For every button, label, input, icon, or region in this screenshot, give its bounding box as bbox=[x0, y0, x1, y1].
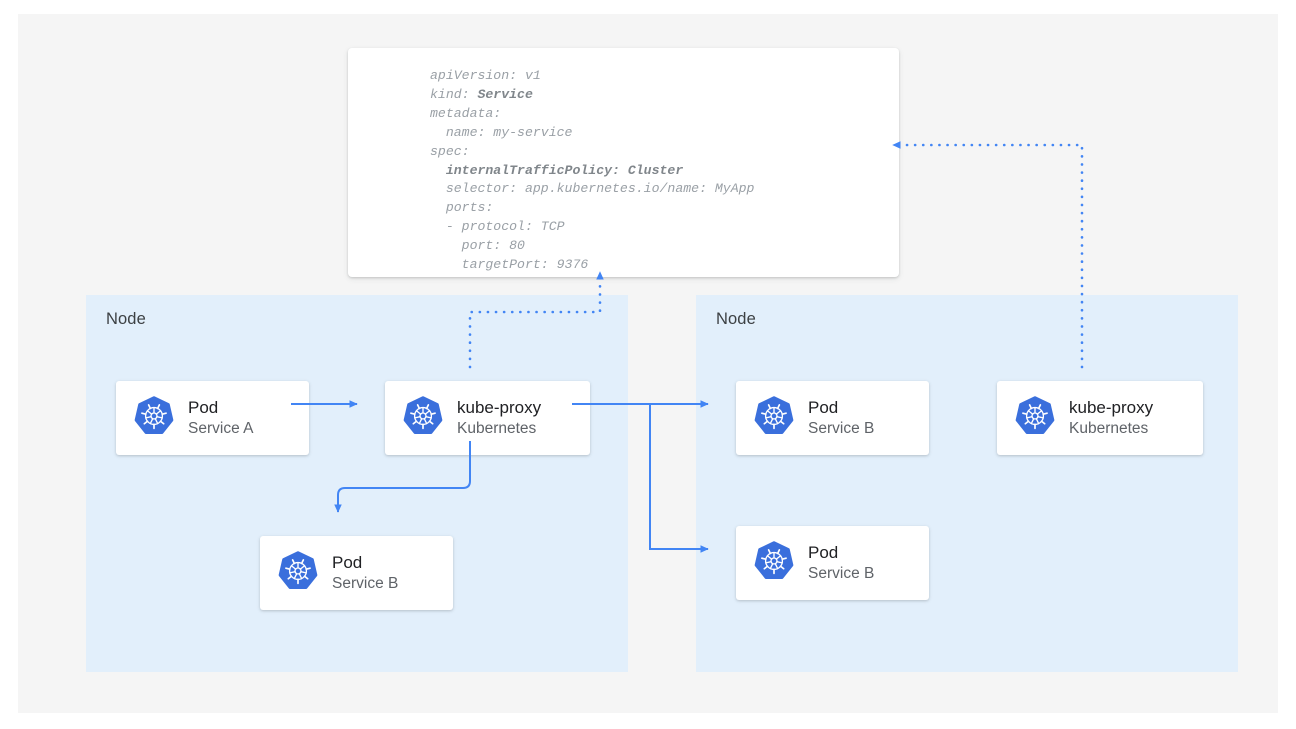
kubernetes-icon bbox=[403, 395, 443, 434]
card-title: kube-proxy bbox=[457, 397, 542, 417]
node-label-left: Node bbox=[106, 310, 146, 328]
yaml-line: ports: bbox=[430, 200, 494, 216]
kubernetes-icon bbox=[754, 395, 794, 434]
card-subtitle: Kubernetes bbox=[457, 419, 537, 437]
card-pod-service-b-right-bottom[interactable]: Pod Service B bbox=[736, 526, 929, 600]
card-subtitle: Service A bbox=[188, 419, 254, 437]
kubernetes-icon bbox=[754, 395, 794, 441]
card-title: Pod bbox=[808, 397, 839, 417]
yaml-line: metadata: bbox=[430, 105, 502, 121]
yaml-line: selector: app.kubernetes.io/name: MyApp bbox=[430, 181, 755, 197]
yaml-line: internalTrafficPolicy: Cluster bbox=[430, 162, 684, 178]
kubernetes-icon bbox=[134, 395, 174, 441]
card-subtitle: Service B bbox=[332, 574, 399, 592]
service-spec-card: apiVersion: v1 kind: Service metadata: nam… bbox=[348, 48, 899, 277]
card-pod-service-b-right-top[interactable]: Pod Service B bbox=[736, 381, 929, 455]
card-pod-service-a[interactable]: Pod Service A bbox=[116, 381, 309, 455]
yaml-line: apiVersion: v1 bbox=[430, 68, 541, 83]
card-subtitle: Kubernetes bbox=[1069, 419, 1149, 437]
card-title: Pod bbox=[808, 542, 839, 562]
yaml-line: spec: bbox=[430, 143, 470, 159]
card-pod-service-b-left[interactable]: Pod Service B bbox=[260, 536, 453, 610]
card-subtitle: Service B bbox=[808, 564, 875, 582]
kubernetes-icon bbox=[278, 550, 318, 589]
card-kube-proxy-left[interactable]: kube-proxy Kubernetes bbox=[385, 381, 590, 455]
card-title: kube-proxy bbox=[1069, 397, 1154, 417]
node-label-right: Node bbox=[716, 310, 756, 328]
card-kube-proxy-right[interactable]: kube-proxy Kubernetes bbox=[997, 381, 1203, 455]
kubernetes-icon bbox=[278, 550, 318, 596]
kubernetes-icon bbox=[1015, 395, 1055, 441]
kubernetes-icon bbox=[754, 540, 794, 579]
kubernetes-icon bbox=[403, 395, 443, 441]
yaml-line: name: my-service bbox=[430, 124, 573, 140]
node-panel-left: Node bbox=[86, 295, 628, 672]
diagram-canvas: Node Node apiVersion: v1 kind: Service met… bbox=[18, 14, 1278, 713]
card-title: Pod bbox=[332, 552, 363, 572]
yaml-line: kind: Service bbox=[430, 86, 533, 102]
yaml-line: targetPort: 9376 bbox=[430, 257, 589, 273]
node-panel-right: Node bbox=[696, 295, 1238, 672]
kubernetes-icon bbox=[1015, 395, 1055, 434]
kubernetes-icon bbox=[754, 540, 794, 586]
yaml-line: - protocol: TCP bbox=[430, 219, 565, 235]
kubernetes-icon bbox=[134, 395, 174, 434]
service-spec-yaml: apiVersion: v1 kind: Service metadata: nam… bbox=[430, 67, 891, 275]
card-subtitle: Service B bbox=[808, 419, 875, 437]
yaml-line: port: 80 bbox=[430, 238, 525, 254]
card-title: Pod bbox=[188, 397, 219, 417]
